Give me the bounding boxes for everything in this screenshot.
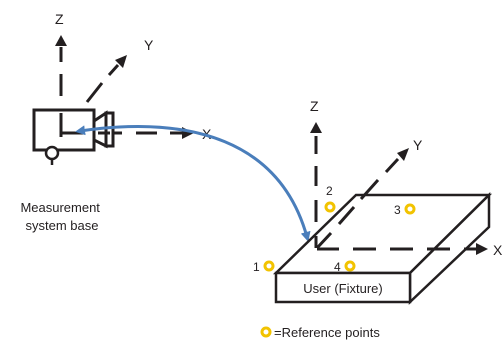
base-z-arrowhead xyxy=(55,35,67,46)
fixture-y-axis xyxy=(315,157,400,250)
legend-marker xyxy=(260,326,272,338)
reference-point-3: 3 xyxy=(394,203,416,217)
reference-point-label: 3 xyxy=(394,203,401,217)
fixture-z-arrowhead xyxy=(310,122,322,133)
reference-point-2: 2 xyxy=(324,184,336,213)
fixture-block-label: User (Fixture) xyxy=(303,281,382,296)
fixture-front-face xyxy=(274,271,412,304)
reference-point-marker xyxy=(263,260,275,272)
base-frame: Z Y X Meas xyxy=(20,11,212,233)
base-y-arrowhead xyxy=(115,55,127,68)
reference-point-marker xyxy=(344,260,356,272)
legend-text: =Reference points xyxy=(274,325,380,340)
reference-point-marker xyxy=(324,201,336,213)
transform-arrow xyxy=(75,125,311,242)
fixture-x-label: X xyxy=(493,242,502,258)
base-y-label: Y xyxy=(144,37,154,53)
base-caption: Measurement system base xyxy=(20,200,103,233)
fixture-z-label: Z xyxy=(310,98,319,114)
fixture-frame: User (Fixture) Z Y X xyxy=(253,98,502,305)
base-z-label: Z xyxy=(55,11,64,27)
reference-point-label: 1 xyxy=(253,260,260,274)
reference-point-label: 4 xyxy=(334,260,341,274)
base-caption-line-1: Measurement xyxy=(20,200,100,215)
base-caption-line-2: system base xyxy=(26,218,99,233)
reference-point-marker xyxy=(404,203,416,215)
fixture-y-arrowhead xyxy=(397,148,409,161)
legend: =Reference points xyxy=(260,325,380,340)
fixture-x-arrowhead xyxy=(476,243,488,255)
reference-point-label: 2 xyxy=(326,184,333,198)
camera-icon xyxy=(32,108,115,165)
reference-point-4: 4 xyxy=(334,260,356,274)
fixture-y-label: Y xyxy=(413,137,423,153)
reference-point-1: 1 xyxy=(253,260,275,274)
